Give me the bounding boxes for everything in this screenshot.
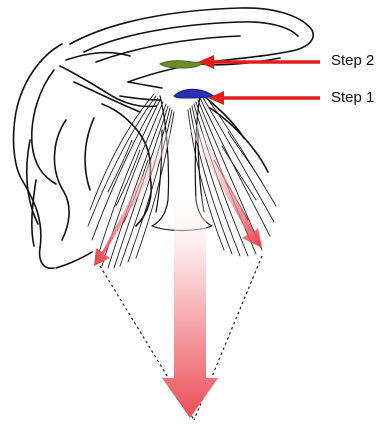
step2-repair-mark [160, 60, 206, 68]
resultant-force-arrow [162, 196, 218, 418]
step1-label: Step 1 [331, 89, 374, 106]
step1-pointer-arrow [208, 91, 320, 105]
left-muscle-hatching [88, 94, 174, 268]
step2-label: Step 2 [331, 52, 374, 69]
step1-repair-mark [174, 89, 214, 98]
step2-pointer-arrow [198, 55, 320, 69]
